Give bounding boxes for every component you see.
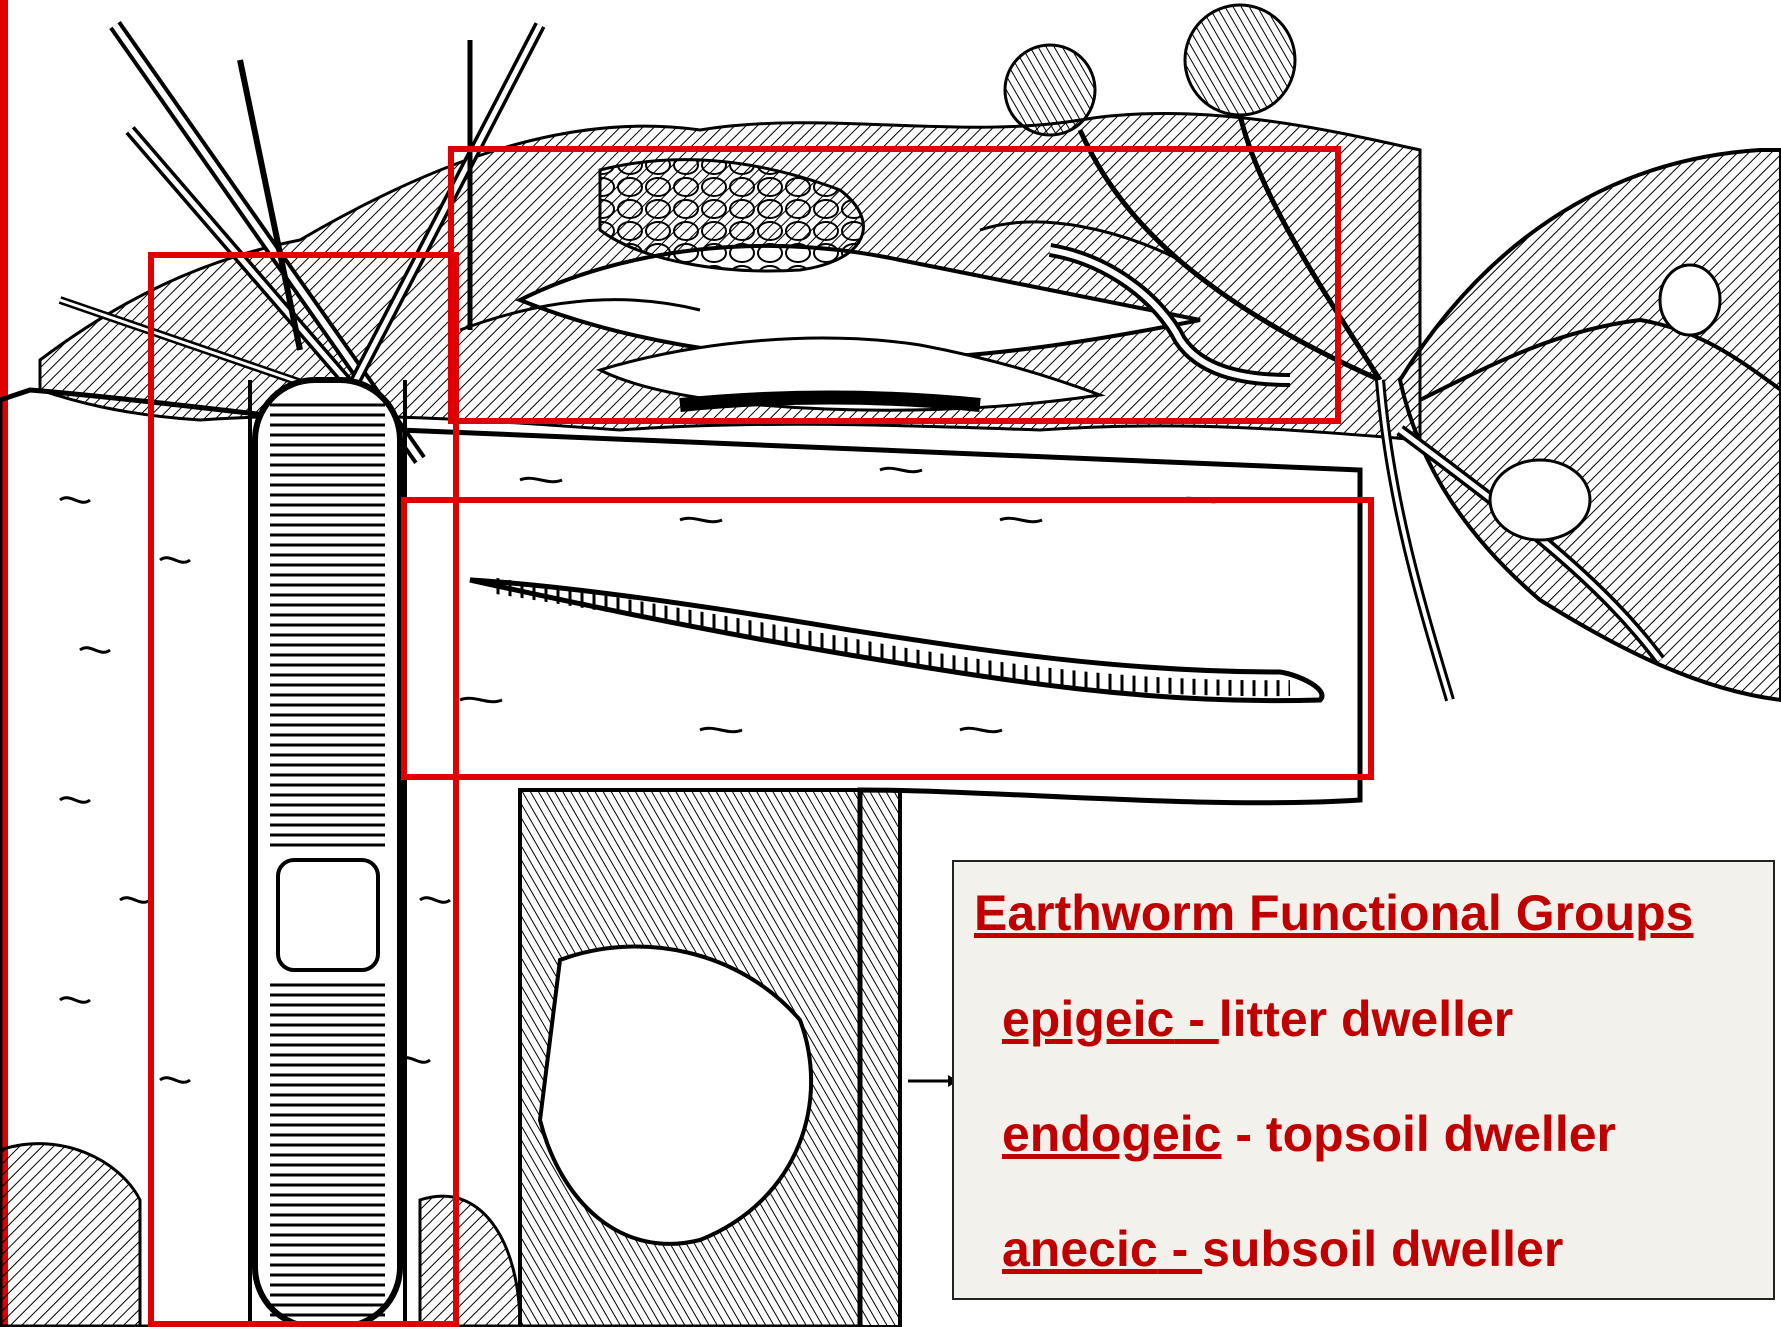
- legend-title: Earthworm Functional Groups: [974, 884, 1693, 942]
- legend-term: anecic: [1002, 1221, 1158, 1277]
- legend-term: endogeic: [1002, 1106, 1221, 1162]
- legend-description: litter dweller: [1219, 991, 1514, 1047]
- legend-separator: -: [1221, 1106, 1265, 1162]
- legend-separator: -: [1174, 991, 1218, 1047]
- anecic-highlight-box: [148, 252, 459, 1327]
- legend-term: epigeic: [1002, 991, 1174, 1047]
- legend-box: Earthworm Functional Groups epigeic - li…: [952, 860, 1775, 1300]
- legend-description: topsoil dweller: [1266, 1106, 1616, 1162]
- legend-item-anecic: anecic - subsoil dweller: [1002, 1220, 1563, 1278]
- endogeic-highlight-box: [401, 497, 1374, 780]
- legend-separator: -: [1158, 1221, 1202, 1277]
- flower-head: [1005, 45, 1095, 135]
- legend-description: subsoil dweller: [1202, 1221, 1563, 1277]
- legend-item-endogeic: endogeic - topsoil dweller: [1002, 1105, 1616, 1163]
- dandelion-leaf: [1400, 150, 1781, 700]
- legend-item-epigeic: epigeic - litter dweller: [1002, 990, 1513, 1048]
- flower-head: [1185, 5, 1295, 115]
- epigeic-highlight-box: [448, 146, 1341, 424]
